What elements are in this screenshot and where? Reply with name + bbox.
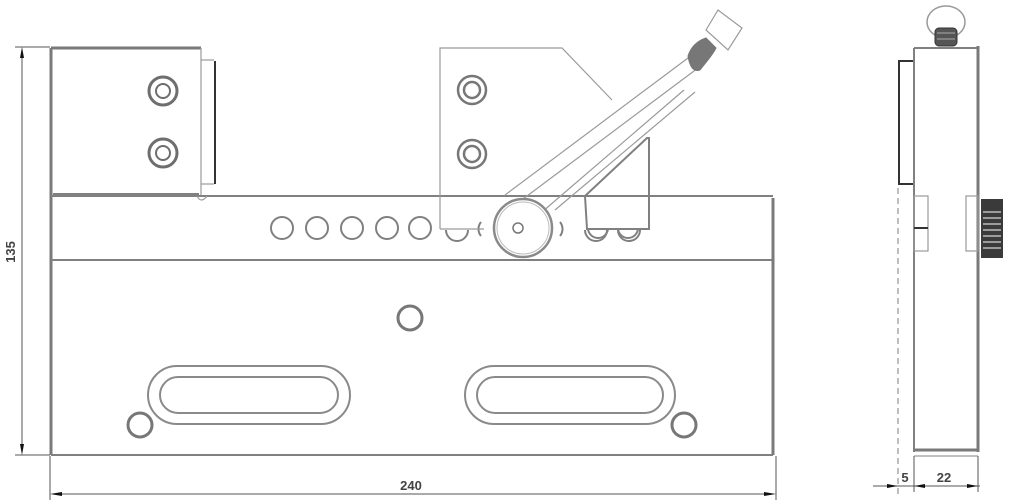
mounting-slot-right	[464, 365, 676, 425]
width-dimension	[49, 456, 777, 500]
side-knurled-knob	[981, 199, 1003, 258]
lever-grip-icon	[687, 37, 717, 71]
front-view: 135 240	[3, 9, 777, 500]
corner-hole-left	[126, 411, 154, 439]
movable-jaw-screw-bottom	[456, 138, 488, 170]
clamp-lever	[504, 9, 743, 219]
fixed-jaw	[51, 46, 216, 201]
roller-knob	[492, 197, 554, 259]
movable-jaw	[439, 47, 613, 230]
wedge-block	[583, 137, 773, 239]
height-dimension	[15, 46, 50, 456]
fixed-jaw-screw-bottom	[147, 137, 179, 169]
side-top-knob	[926, 5, 966, 47]
width-dimension-label: 240	[400, 478, 422, 493]
side-view: 5 22	[873, 5, 1003, 495]
rail-holes	[270, 216, 641, 242]
movable-jaw-screw-top	[456, 74, 488, 106]
mounting-slot-left	[147, 365, 351, 425]
offset-dimension-label: 5	[901, 470, 908, 485]
corner-hole-right	[670, 411, 698, 439]
thickness-dimension-label: 22	[937, 470, 951, 485]
side-dimensions	[873, 456, 980, 492]
center-hole	[396, 304, 424, 332]
fixed-jaw-screw-top	[147, 75, 179, 107]
height-dimension-label: 135	[3, 241, 18, 263]
